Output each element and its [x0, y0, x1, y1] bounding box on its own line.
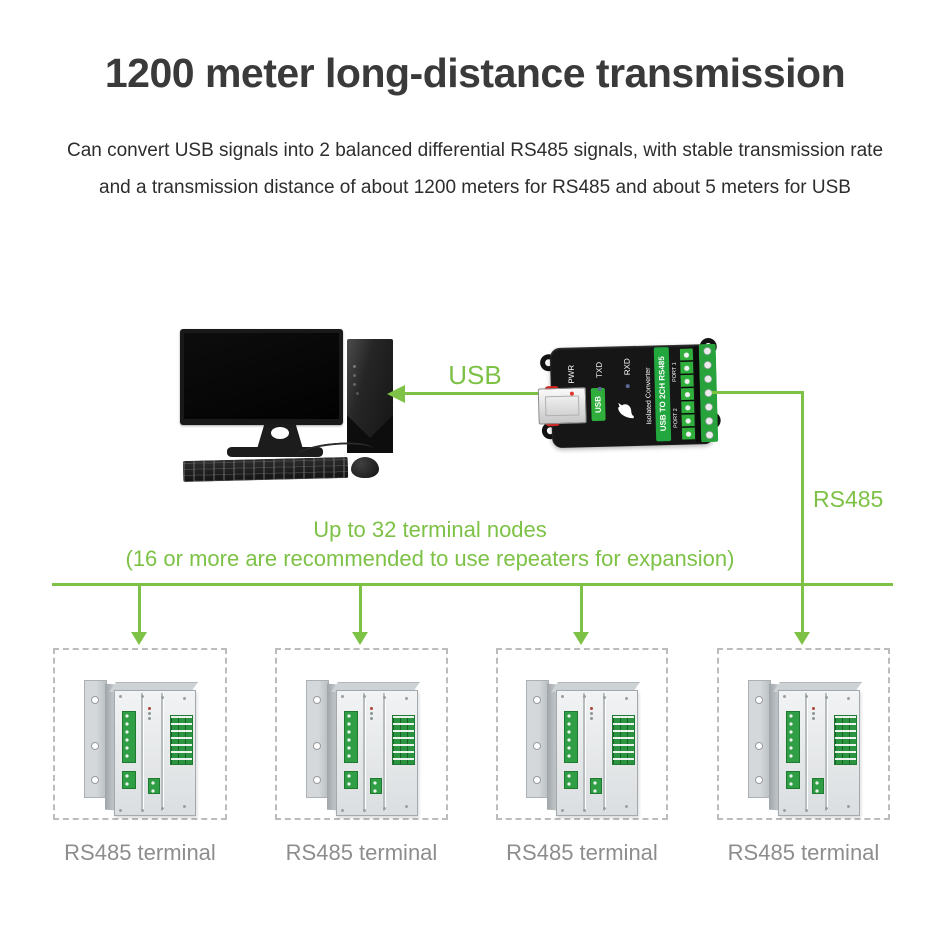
- usb-link-line: [404, 392, 545, 395]
- rs485-link-vertical: [801, 391, 804, 586]
- bus-line: [52, 583, 893, 586]
- drop-arrow-icon: [352, 586, 368, 645]
- panel-separator: [583, 693, 585, 811]
- drop-arrow-icon: [573, 586, 589, 645]
- rack-flange: [84, 680, 107, 798]
- panel-screws: [340, 695, 344, 698]
- terminal-block: [148, 778, 160, 794]
- monitor: [180, 329, 343, 425]
- monitor-stand: [257, 424, 303, 449]
- nodes-caption-line-1: Up to 32 terminal nodes: [313, 517, 547, 542]
- terminal-block: [811, 778, 824, 794]
- flange-hole-icon: [313, 697, 320, 703]
- panel-separator: [804, 693, 807, 811]
- rs485-terminal-device: [305, 680, 420, 816]
- port2-label: PORT 2: [672, 408, 680, 428]
- monitor-base: [227, 447, 323, 457]
- mouse: [351, 457, 379, 478]
- rs485-link-horizontal: [712, 391, 804, 394]
- terminal-block: [343, 771, 358, 789]
- pwr-led-label: PWR: [566, 365, 577, 385]
- subtitle-line-1: Can convert USB signals into 2 balanced …: [66, 140, 884, 161]
- terminal-block: [122, 771, 136, 789]
- rack-front: [556, 690, 638, 816]
- terminal-block: [785, 711, 800, 763]
- panel-separator: [362, 693, 365, 811]
- terminal-grid: [391, 715, 415, 765]
- tower-front-ports: [353, 365, 356, 368]
- pc-tower: [347, 339, 393, 453]
- panel-separator: [603, 693, 605, 811]
- model-strip-label: USB TO 2CH RS485: [653, 347, 672, 442]
- rxd-led-label: RXD: [622, 358, 632, 376]
- status-leds: [811, 707, 815, 710]
- terminal-block: [785, 771, 800, 789]
- terminal-grid: [612, 715, 635, 765]
- rack-flange: [747, 680, 771, 798]
- rs485-terminal-device: [526, 680, 641, 816]
- panel-separator: [141, 693, 143, 811]
- usb-port-tag: USB: [590, 387, 606, 422]
- terminal-node-box: [717, 648, 890, 820]
- terminal-block: [590, 778, 602, 794]
- terminal-label: RS485 terminal: [506, 840, 658, 865]
- drop-arrow-icon: [131, 586, 147, 645]
- usb-link-label: USB: [448, 360, 502, 390]
- panel-separator: [382, 693, 385, 811]
- flange-hole-icon: [534, 697, 540, 703]
- terminal-grid: [170, 715, 193, 765]
- rs485-terminal-device: [84, 680, 199, 816]
- rack-flange: [305, 680, 329, 798]
- terminal-label: RS485 terminal: [727, 840, 880, 865]
- terminal-node-box: [275, 648, 448, 820]
- panel-separator: [824, 693, 827, 811]
- port1-label: PORT 1: [671, 362, 679, 382]
- rs485-link-label: RS485: [813, 486, 884, 512]
- panel-screws: [561, 695, 564, 698]
- pwr-led-icon: [569, 391, 574, 396]
- terminal-block: [343, 711, 358, 763]
- panel-separator: [161, 693, 163, 811]
- terminal-node-box: [496, 648, 668, 820]
- terminal-block: [564, 771, 578, 789]
- panel-screws: [119, 695, 122, 698]
- nodes-caption-line-2: (16 or more are recommended to use repea…: [125, 546, 735, 571]
- flange-hole-icon: [755, 697, 762, 703]
- rack-flange: [526, 680, 549, 798]
- keyboard: [182, 456, 349, 483]
- status-leds: [148, 707, 151, 710]
- terminal-block: [122, 711, 136, 763]
- terminal-grid: [833, 715, 857, 765]
- terminal-label: RS485 terminal: [285, 840, 438, 865]
- rack-front: [114, 690, 196, 816]
- page-title: 1200 meter long-distance transmission: [104, 50, 846, 96]
- flange-hole-icon: [92, 697, 98, 703]
- status-leds: [369, 707, 373, 710]
- terminal-label: RS485 terminal: [64, 840, 216, 865]
- monitor-stand-hole: [271, 427, 289, 439]
- rack-front: [777, 690, 860, 816]
- txd-led-label: TXD: [594, 361, 605, 379]
- usb-connector: [537, 387, 587, 425]
- subtitle-line-2: and a transmission distance of about 120…: [99, 177, 851, 198]
- panel-screws: [782, 695, 786, 698]
- status-leds: [590, 707, 593, 710]
- terminal-block: [564, 711, 578, 763]
- monitor-screen: [184, 333, 339, 419]
- usb-rs485-converter: USB PWR TXD RXD Isolated Converter USB T…: [537, 334, 726, 459]
- rack-front: [335, 690, 418, 816]
- pin-header: [679, 348, 696, 441]
- terminal-block: [369, 778, 382, 794]
- terminal-node-box: [53, 648, 227, 820]
- rs485-terminal-device: [747, 680, 862, 816]
- waveshare-logo-icon: [611, 396, 640, 425]
- usb-link-arrowhead-icon: [387, 385, 405, 403]
- drop-arrow-icon: [794, 586, 810, 645]
